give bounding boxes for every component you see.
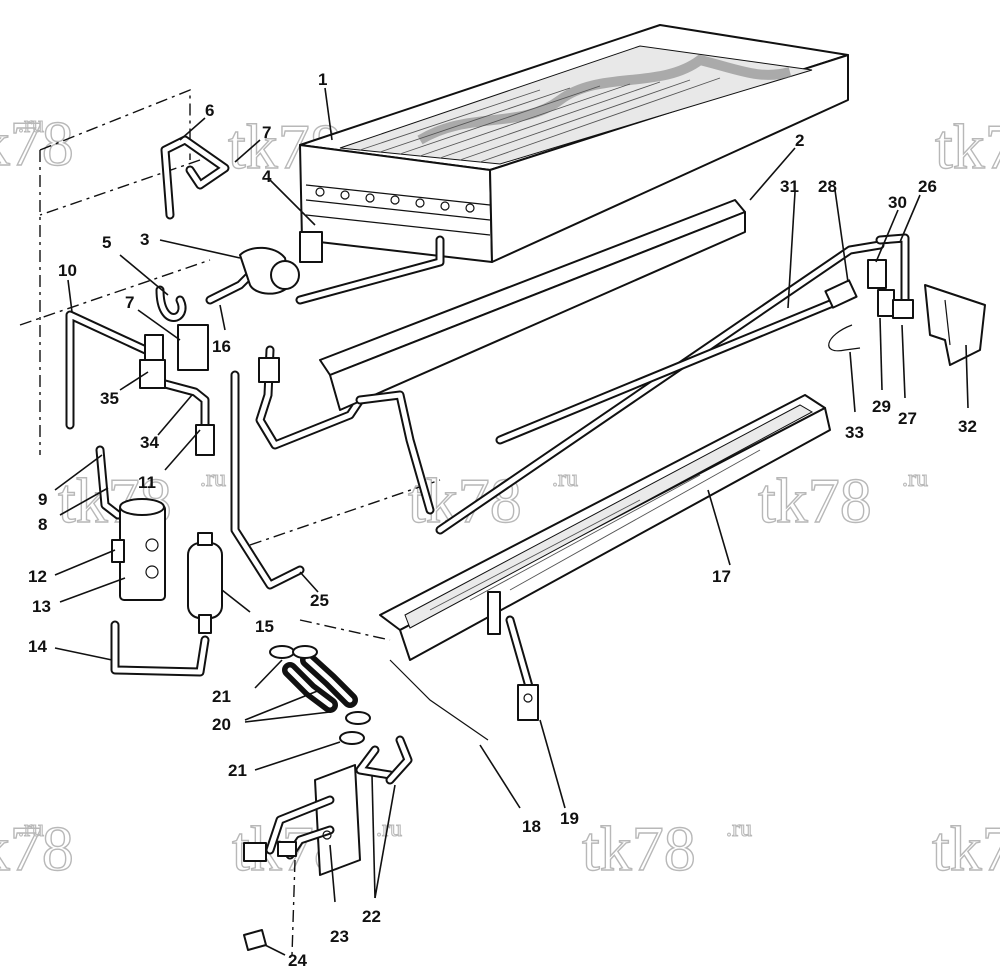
callout-6: 6 (205, 101, 214, 120)
evaporator-coil (295, 24, 849, 305)
callout-24: 24 (288, 951, 307, 970)
callout-20: 20 (212, 715, 231, 734)
callout-34: 34 (140, 433, 159, 452)
callout-28: 28 (818, 177, 837, 196)
watermark-suffix: .ru (18, 816, 44, 842)
watermark-suffix: .ru (18, 112, 44, 138)
callout-7-upper: 7 (262, 123, 271, 142)
callout-35: 35 (100, 389, 119, 408)
leader-lines (54, 87, 969, 956)
housing-rail (319, 199, 914, 535)
watermark-text: tk78 (935, 111, 1000, 182)
callout-3: 3 (140, 230, 149, 249)
callout-9: 9 (38, 490, 47, 509)
callout-30: 30 (888, 193, 907, 212)
watermark-suffix: .ru (726, 816, 752, 842)
callout-29: 29 (872, 397, 891, 416)
callout-33: 33 (845, 423, 864, 442)
watermark-text: tk78 (0, 813, 74, 884)
hose-fittings (243, 645, 413, 951)
callout-13: 13 (32, 597, 51, 616)
watermark-text: tk78 (758, 465, 872, 536)
callout-14: 14 (28, 637, 47, 656)
callout-10: 10 (58, 261, 77, 280)
watermark-suffix: .ru (552, 466, 578, 492)
callout-12: 12 (28, 567, 47, 586)
callout-19: 19 (560, 809, 579, 828)
callout-1: 1 (318, 70, 327, 89)
callout-15: 15 (255, 617, 274, 636)
callout-7-lower: 7 (125, 293, 134, 312)
callout-18: 18 (522, 817, 541, 836)
callout-22: 22 (362, 907, 381, 926)
callout-11: 11 (138, 473, 156, 492)
watermark-text: tk78 (0, 108, 74, 179)
callout-21-upper: 21 (212, 687, 231, 706)
callout-2: 2 (795, 131, 804, 150)
watermark-suffix: .ru (200, 466, 226, 492)
callout-21-lower: 21 (228, 761, 247, 780)
callout-5: 5 (102, 233, 111, 252)
callout-4: 4 (262, 167, 272, 186)
watermark-suffix: .ru (902, 466, 928, 492)
callout-25: 25 (310, 591, 329, 610)
drain-pan (379, 394, 831, 741)
callout-17: 17 (712, 567, 731, 586)
callout-8: 8 (38, 515, 47, 534)
watermark-text: tk78 (582, 813, 696, 884)
watermark-text: tk78 (932, 813, 1000, 884)
callout-labels: 1 2 3 4 5 6 7 7 8 9 10 11 12 13 14 15 16… (28, 70, 977, 970)
mounting-bracket (924, 284, 986, 366)
assembly-outline (19, 88, 441, 956)
callout-32: 32 (958, 417, 977, 436)
callout-26: 26 (918, 177, 937, 196)
left-plumbing (65, 135, 365, 677)
callout-31: 31 (780, 177, 799, 196)
callout-16: 16 (212, 337, 231, 356)
callout-27: 27 (898, 409, 917, 428)
callout-23: 23 (330, 927, 349, 946)
